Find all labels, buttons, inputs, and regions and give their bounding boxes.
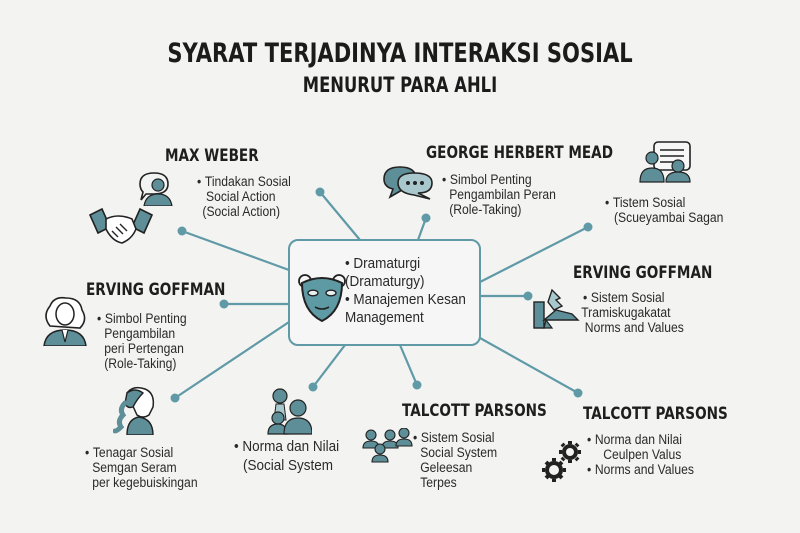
two-people-icon [267,388,312,435]
bottom-left-text: Tenagar Sosial Semgan Seram per kegebuis… [85,445,197,490]
woman-avatar-icon [43,296,87,346]
connector-dot [583,222,593,232]
bottom-mid-text: Norma dan Nilai (Social System [234,437,339,475]
goffman-right-text: Sistem Sosial Tramiskugakatat Norms and … [581,290,684,335]
mead-text: Simbol Penting Pengambilan Peran (Role-T… [442,172,556,217]
connector-dot [523,291,533,301]
group-people-icon [362,428,413,463]
central-concept-box: Dramaturgi (Dramaturgy) Manajemen Kesan … [288,239,481,346]
goffman-left-text: Simbol Penting Pengambilan peri Pertenga… [97,311,186,371]
heading-talcott-parsons-mid: TALCOTT PARSONS [402,401,547,421]
connector-dot [308,382,318,392]
handshake-icon [88,207,154,244]
hierarchy-structure-icon [533,288,580,329]
people-document-icon [639,141,691,183]
parsons-right-text: Norma dan Nilai Ceulpen Valus Norms and … [587,432,694,477]
heading-max-weber: MAX WEBER [165,146,259,166]
speech-bubble-person-icon [139,172,173,206]
heading-erving-goffman-right: ERVING GOFFMAN [573,263,713,283]
connector-dot [412,380,422,390]
center-item-2: Manajemen Kesan [345,291,466,309]
theater-mask-icon [298,274,346,323]
diagram-subtitle: MENURUT PARA AHLI [302,73,498,97]
parsons-mid-text: Sistem Sosial Social System Geleesan Ter… [413,430,497,490]
chat-bubbles-icon [383,166,433,200]
top-right-text: Tistem Sosial (Scueyambai Sagan [605,195,724,225]
connector-dot [573,388,583,398]
heading-talcott-parsons-right: TALCOTT PARSONS [583,404,728,424]
heading-erving-goffman-left: ERVING GOFFMAN [86,280,226,300]
heading-george-herbert-mead: GEORGE HERBERT MEAD [426,143,613,163]
connector-dot [421,213,431,223]
gears-icon [542,441,581,482]
diagram-title: SYARAT TERJADINYA INTERAKSI SOSIAL [167,38,633,69]
connector-dot [170,393,180,403]
central-concept-text: Dramaturgi (Dramaturgy) Manajemen Kesan … [345,255,466,327]
connector-dot [177,226,187,236]
connector-dot [315,187,325,197]
connector-dot [219,299,229,309]
center-item-1: Dramaturgi [345,255,466,273]
girl-profile-icon [113,386,155,435]
max-weber-text: Tindakan Sosial Social Action (Social Ac… [197,174,290,219]
